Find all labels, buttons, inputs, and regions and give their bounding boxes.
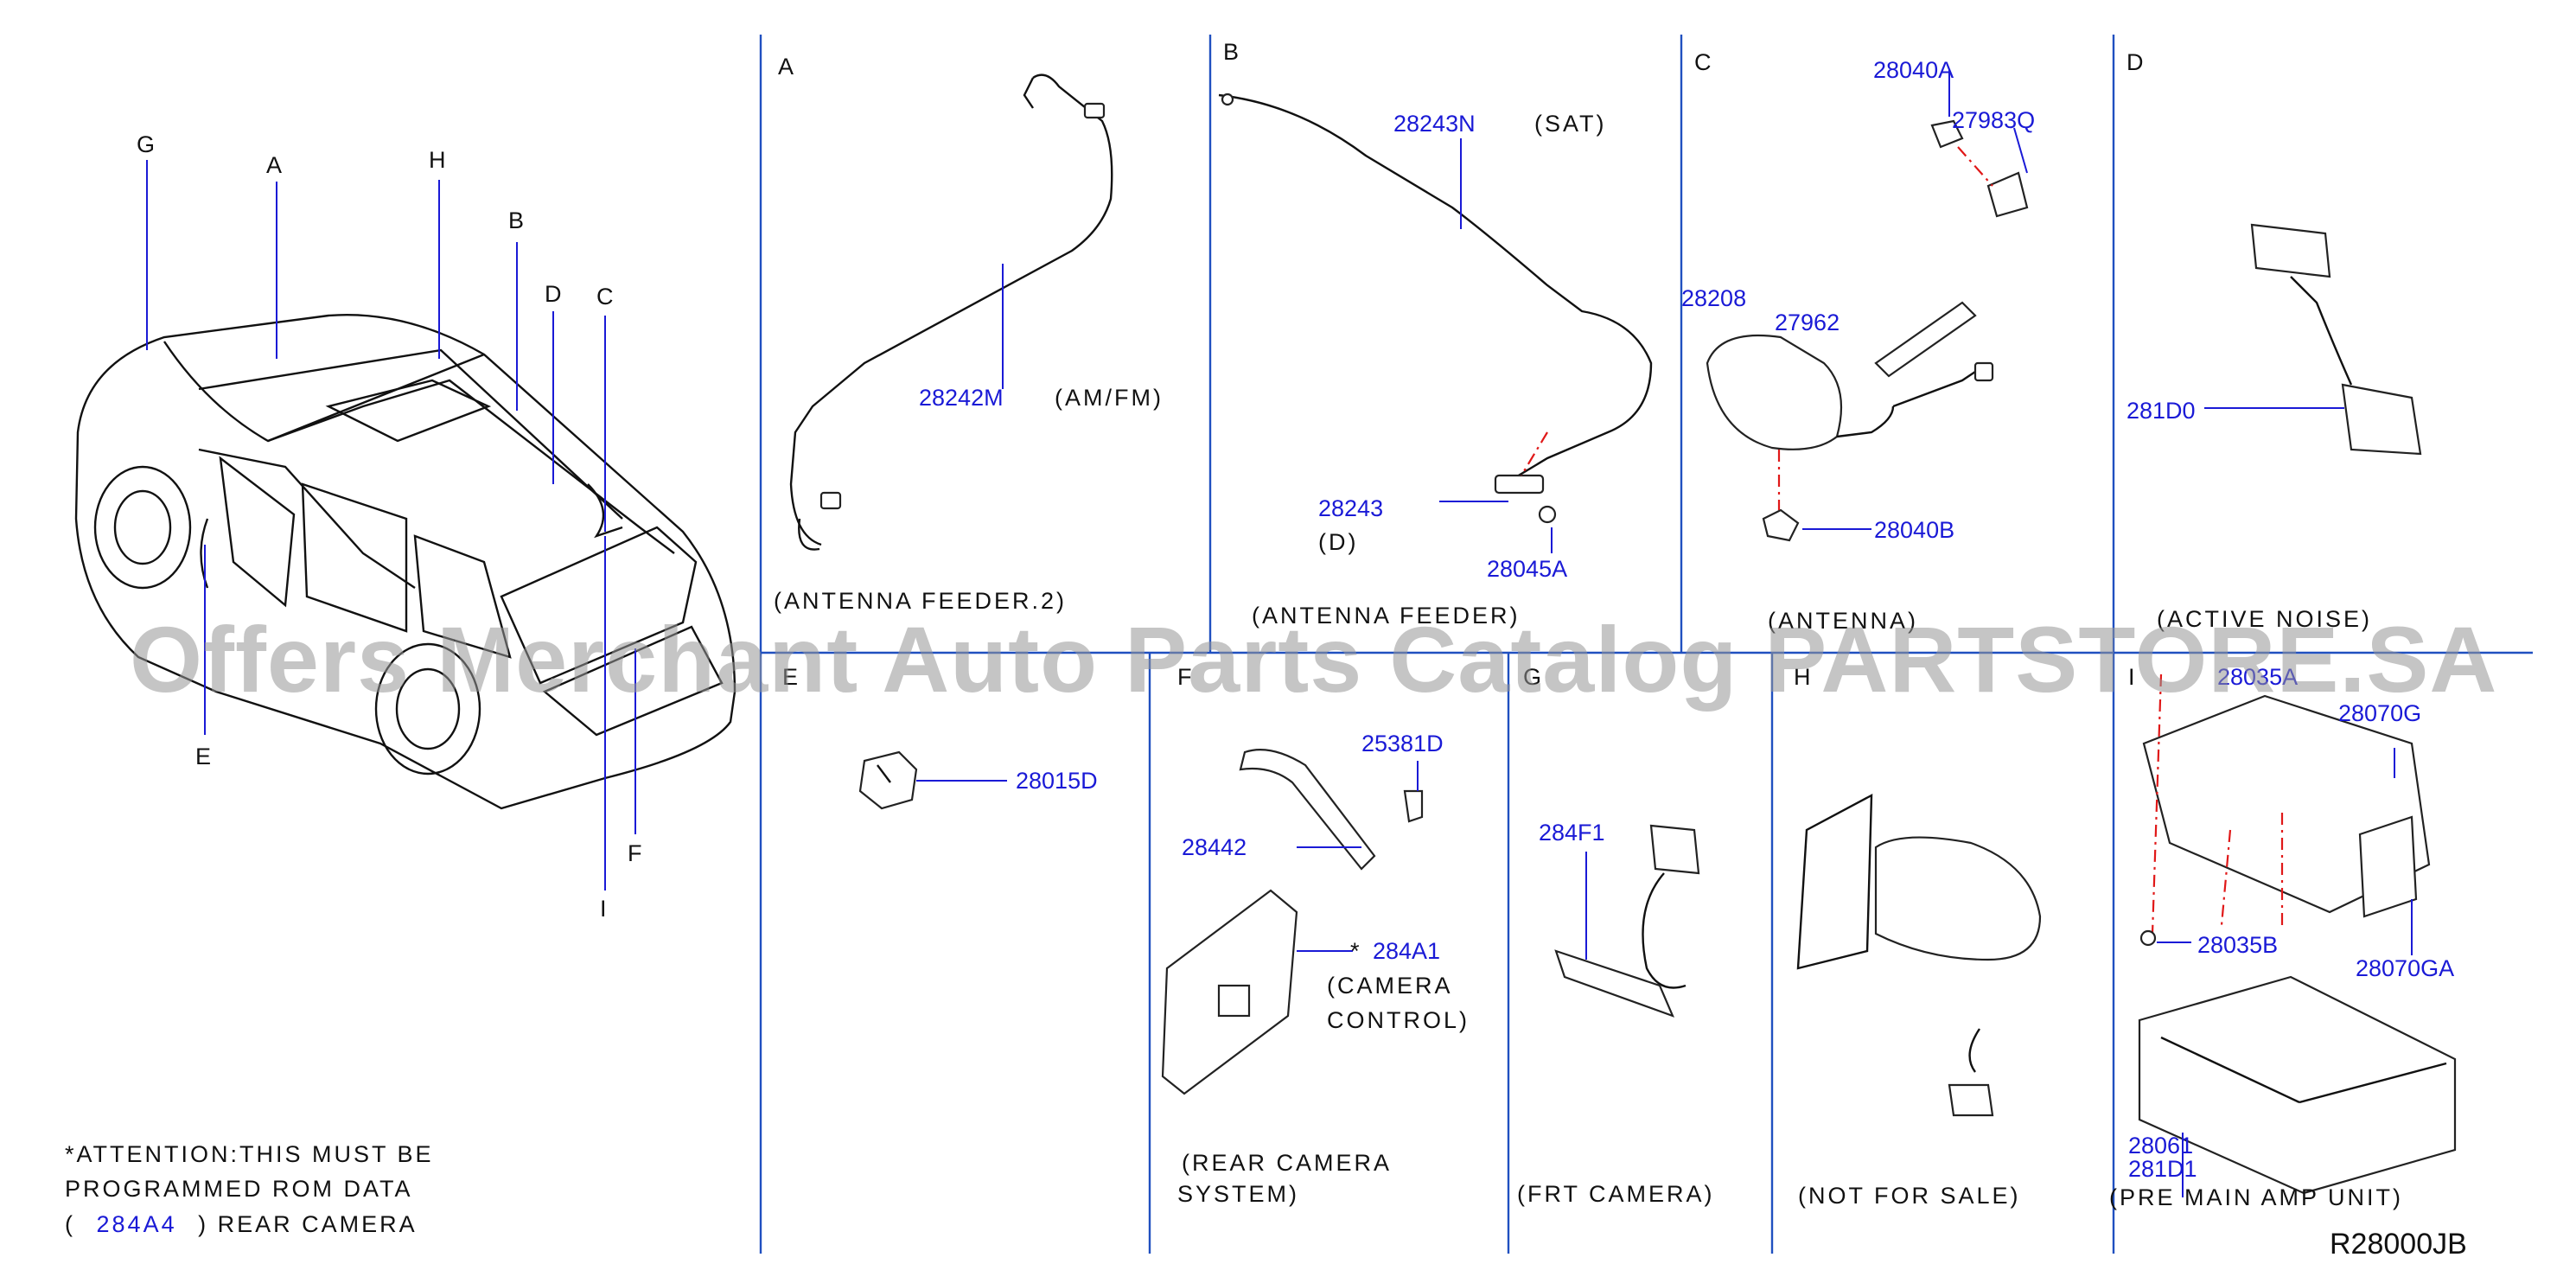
clip-drawing [858,750,1007,810]
section-e-letter: E [782,664,799,690]
part-284A1-note-line2: CONTROL) [1327,1007,1470,1033]
section-b-letter: B [1223,39,1240,65]
overview-label-f[interactable]: F [628,840,642,866]
part-28061[interactable]: 28061 [2128,1133,2194,1159]
section-a-caption: (ANTENNA FEEDER.2) [774,588,1068,614]
overview-label-a[interactable]: A [266,152,283,178]
antenna-drawing [1706,69,2029,542]
section-g-caption: (FRT CAMERA) [1517,1181,1715,1207]
part-25381D[interactable]: 25381D [1361,731,1444,756]
diagram-code: R28000JB [2330,1228,2467,1261]
overview-label-b[interactable]: B [508,207,525,233]
section-c-letter: C [1694,49,1712,75]
overview-label-i[interactable]: I [600,896,607,922]
part-28243N-note: (SAT) [1534,111,1607,137]
section-d-caption: (ACTIVE NOISE) [2157,606,2373,632]
part-28040B[interactable]: 28040B [1874,517,1955,543]
antenna-feeder-drawing [1218,93,1653,553]
active-noise-drawing [2204,223,2422,456]
section-f-caption-line1: (REAR CAMERA [1182,1150,1393,1176]
part-284F1[interactable]: 284F1 [1539,820,1605,846]
part-28045A[interactable]: 28045A [1487,556,1568,582]
part-28243-note: (D) [1318,529,1359,555]
section-i-caption: (PRE MAIN AMP UNIT) [2109,1184,2404,1210]
section-h-caption: (NOT FOR SALE) [1798,1183,2021,1209]
part-28015D[interactable]: 28015D [1016,768,1098,794]
part-27983Q[interactable]: 27983Q [1952,107,2036,133]
antenna-feeder-2-drawing [789,73,1113,551]
mirror-drawing [1796,793,2042,1117]
part-284A1-mark: * [1350,938,1362,964]
overview-label-c[interactable]: C [596,284,614,310]
part-281D0[interactable]: 281D0 [2126,398,2196,424]
attention-open-paren: ( [65,1211,75,1237]
part-28243[interactable]: 28243 [1318,495,1384,521]
section-i-letter: I [2128,664,2135,690]
part-28070GA[interactable]: 28070GA [2356,955,2455,981]
part-28442[interactable]: 28442 [1182,834,1247,860]
part-284A1-note-line1: (CAMERA [1327,973,1453,999]
overview-leader-lines [146,160,636,890]
front-camera-drawing [1554,824,1700,1018]
part-28243N[interactable]: 28243N [1393,111,1476,137]
attention-line-2: PROGRAMMED ROM DATA [65,1176,413,1202]
section-d-letter: D [2126,49,2144,75]
part-27962[interactable]: 27962 [1775,310,1840,335]
overview-label-d[interactable]: D [545,281,562,307]
part-28070G[interactable]: 28070G [2338,700,2422,726]
attention-rear-camera: ) REAR CAMERA [198,1211,418,1237]
part-284A1[interactable]: 284A1 [1373,938,1441,964]
section-f-letter: F [1177,664,1192,690]
vehicle-overview-illustration [74,314,736,810]
part-28035A[interactable]: 28035A [2217,664,2299,690]
section-h-letter: H [1794,664,1811,690]
part-28035B[interactable]: 28035B [2197,932,2279,958]
rear-camera-drawing [1161,749,1424,1095]
amp-unit-drawing [2138,673,2457,1197]
part-281D1[interactable]: 281D1 [2128,1156,2197,1182]
overview-label-h[interactable]: H [429,147,446,173]
attention-line-1: *ATTENTION:THIS MUST BE [65,1141,434,1167]
overview-label-g[interactable]: G [137,131,156,157]
overview-label-e[interactable]: E [195,744,212,769]
watermark-text: Offers Merchant Auto Parts Catalog PARTS… [130,607,2498,712]
section-g-letter: G [1523,664,1542,690]
section-c-caption: (ANTENNA) [1768,608,1918,634]
attention-line-3: ( 284A4 ) REAR CAMERA [65,1207,418,1242]
part-28208[interactable]: 28208 [1681,285,1747,311]
part-28242M-note: (AM/FM) [1055,385,1164,411]
part-28242M[interactable]: 28242M [919,385,1004,411]
part-28040A[interactable]: 28040A [1873,57,1954,83]
section-b-caption: (ANTENNA FEEDER) [1252,603,1521,629]
panel-dividers [759,35,2533,1254]
section-f-caption-line2: SYSTEM) [1177,1181,1300,1207]
part-284A4[interactable]: 284A4 [96,1211,177,1237]
section-a-letter: A [778,54,794,80]
